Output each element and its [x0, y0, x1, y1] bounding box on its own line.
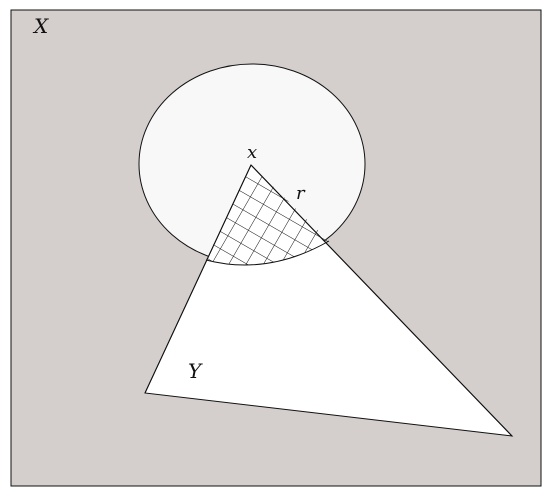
hatched-intersection	[206, 165, 329, 266]
label-radius-r: r	[296, 183, 306, 204]
label-space-x: X	[32, 14, 49, 38]
label-region-y: Y	[188, 359, 203, 383]
triangle-right-edge	[250, 164, 513, 437]
intersection-arc	[205, 240, 330, 266]
triangle-left-edge	[144, 164, 252, 394]
label-center-x: x	[247, 142, 257, 163]
